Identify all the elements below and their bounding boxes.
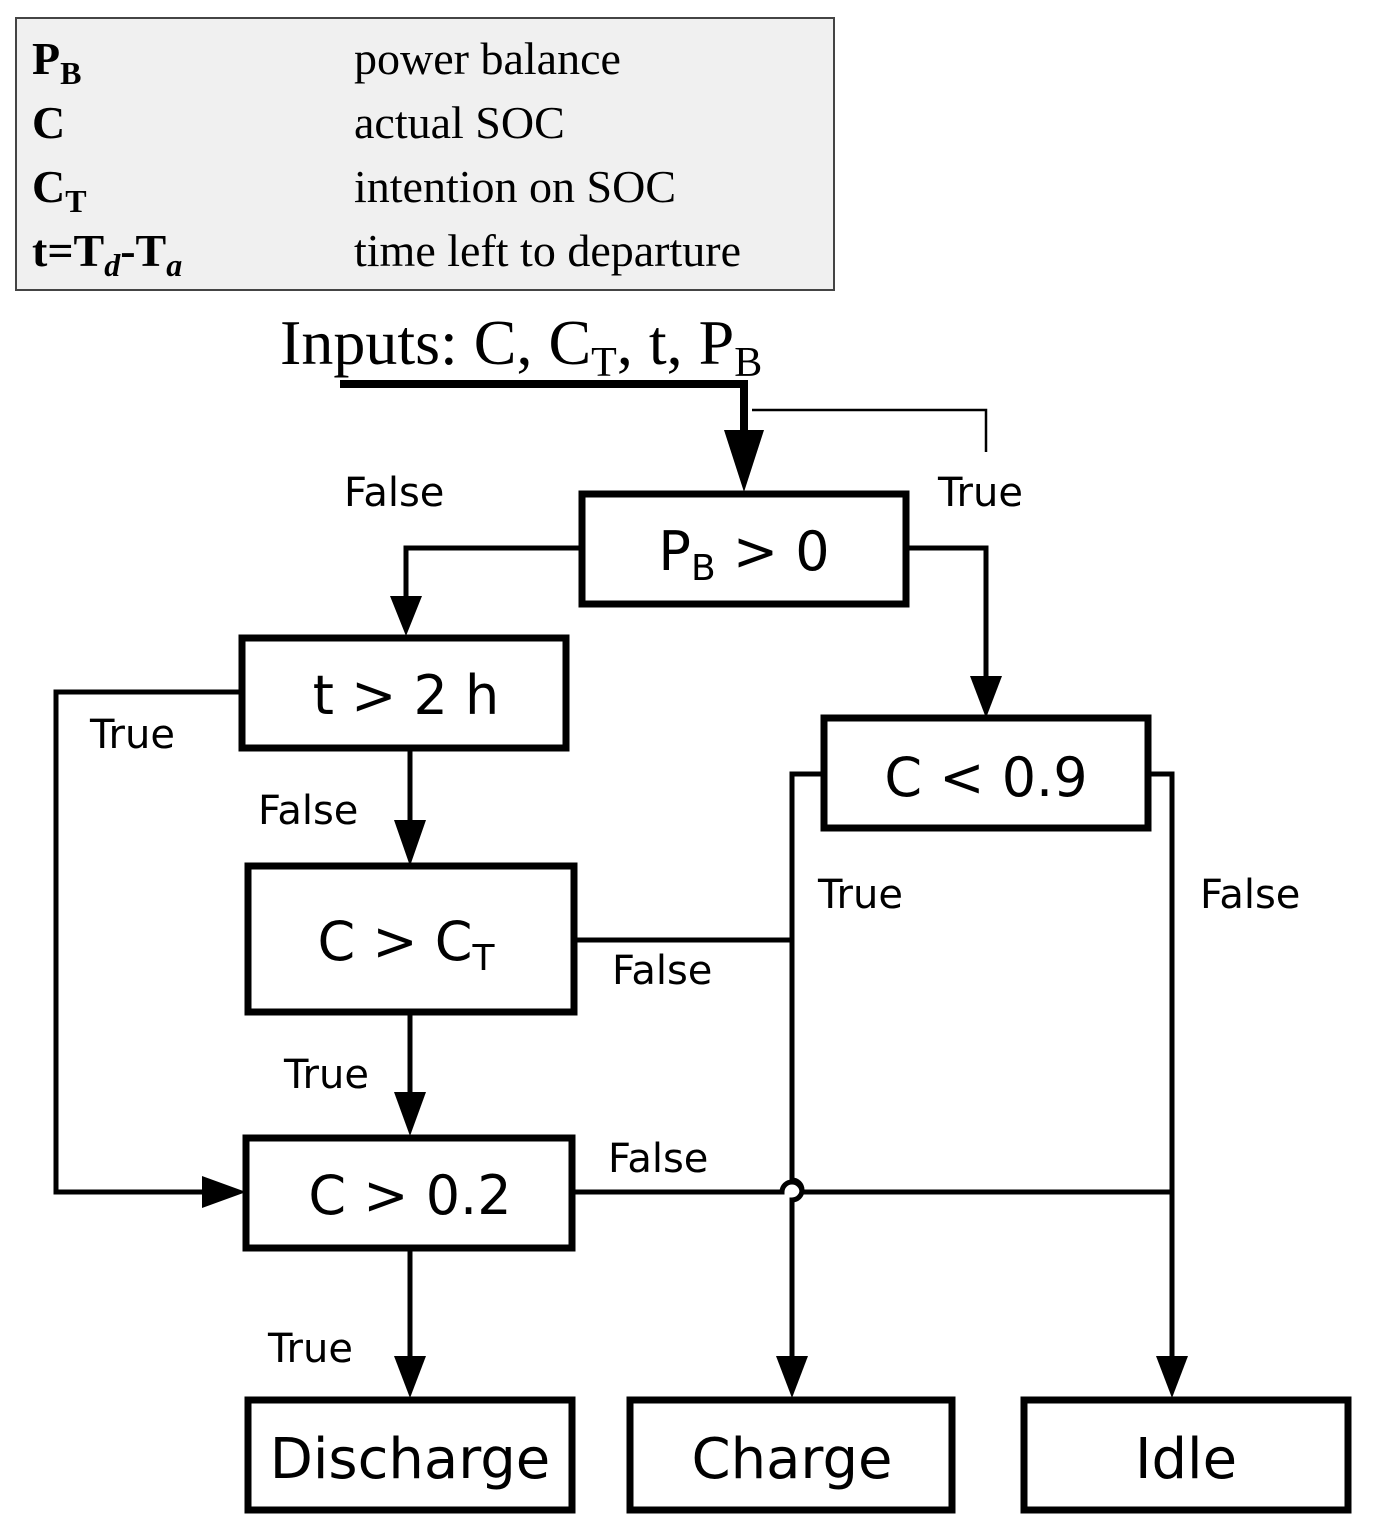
- inputs-label: Inputs: C, CT, t, PB: [280, 307, 762, 386]
- label-t2h-true: True: [89, 712, 175, 758]
- output-idle-box: [1020, 1396, 1352, 1514]
- legend: PB power balance C actual SOC CT intenti…: [15, 17, 835, 291]
- connector-c02-false-hop: [779, 1179, 805, 1195]
- label-t2h-false: False: [258, 788, 358, 834]
- label-c02-false: False: [608, 1136, 708, 1182]
- output-charge-label: Charge: [692, 1427, 893, 1492]
- legend-symbol-ct: CT: [32, 161, 87, 219]
- legend-symbol-t-sub-a: a: [166, 247, 182, 283]
- connectors: [53, 380, 1188, 1398]
- arrowhead-cct-true: [394, 1092, 426, 1136]
- label-cct-false: False: [612, 948, 712, 994]
- arrowhead-t2h-true: [202, 1176, 246, 1208]
- legend-desc-pb: power balance: [354, 33, 621, 84]
- node-c09-label: C < 0.9: [884, 746, 1087, 809]
- legend-symbol-c: C: [32, 97, 65, 148]
- legend-desc-ct: intention on SOC: [354, 161, 676, 212]
- connector-c09-true: [789, 771, 827, 1183]
- output-idle-label: Idle: [1135, 1427, 1237, 1492]
- node-c-ct-box: [244, 862, 578, 1016]
- legend-desc-t: time left to departure: [354, 225, 741, 276]
- inputs-sub-t: T: [591, 340, 617, 386]
- arrowhead-pb-false: [390, 596, 422, 636]
- inputs-sub-b: B: [734, 340, 762, 386]
- legend-symbol-t-mid: -T: [120, 225, 166, 276]
- connector-t2h-true: [53, 689, 245, 1195]
- label-c09-false: False: [1200, 872, 1300, 918]
- connector-pb-true: [903, 545, 989, 683]
- arrowhead-idle: [1156, 1356, 1188, 1398]
- edge-labels: False True True False True False False T…: [89, 470, 1300, 1372]
- legend-symbol-pb-sub: B: [60, 55, 81, 91]
- legend-symbol-t-main: t=T: [32, 225, 104, 276]
- legend-background: [15, 17, 835, 291]
- arrowhead-input: [724, 430, 764, 492]
- label-cct-true: True: [283, 1052, 369, 1098]
- legend-symbol-t-sub-d: d: [104, 247, 121, 283]
- legend-symbol-t: t=Td-Ta: [32, 225, 182, 283]
- node-pb-box: [578, 490, 910, 608]
- node-c09: C < 0.9: [820, 714, 1152, 832]
- connector-pb-false: [403, 545, 583, 603]
- node-pb-label: PB > 0: [658, 520, 829, 589]
- connector-feedback: [752, 408, 988, 452]
- node-t2h: t > 2 h: [238, 634, 570, 752]
- node-c-ct: C > CT: [244, 862, 578, 1016]
- output-charge: Charge: [626, 1396, 956, 1514]
- output-discharge-label: Discharge: [270, 1427, 551, 1492]
- node-t2h-label: t > 2 h: [313, 664, 500, 727]
- node-t2h-box: [238, 634, 570, 752]
- node-pb-main: P: [658, 520, 691, 583]
- output-discharge-box: [244, 1396, 576, 1514]
- label-pb-true: True: [937, 470, 1023, 516]
- arrowhead-pb-true: [970, 676, 1002, 718]
- node-c-ct-label: C > CT: [318, 910, 496, 979]
- node-c02-box: [242, 1134, 576, 1252]
- label-c02-true: True: [267, 1326, 353, 1372]
- arrowhead-charge: [776, 1356, 808, 1398]
- arrowhead-t2h-false: [394, 820, 426, 866]
- arrowhead-discharge: [394, 1356, 426, 1398]
- inputs-middle: , t, P: [617, 307, 734, 378]
- output-charge-box: [626, 1396, 956, 1514]
- node-pb-sub: B: [691, 548, 716, 589]
- connector-c09-false: [1145, 771, 1175, 1361]
- node-c09-box: [820, 714, 1152, 832]
- legend-symbol-pb: PB: [32, 33, 81, 91]
- node-c-ct-sub: T: [472, 938, 496, 979]
- node-c-ct-main: C > C: [318, 910, 473, 973]
- inputs-prefix: Inputs: C, C: [280, 307, 591, 378]
- legend-symbol-ct-sub: T: [65, 183, 86, 219]
- output-discharge: Discharge: [244, 1396, 576, 1514]
- legend-desc-c: actual SOC: [354, 97, 565, 148]
- output-idle: Idle: [1020, 1396, 1352, 1514]
- legend-symbol-pb-main: P: [32, 33, 60, 84]
- label-c09-true: True: [817, 872, 903, 918]
- legend-symbol-ct-main: C: [32, 161, 65, 212]
- connector-input: [340, 380, 748, 440]
- label-pb-false: False: [344, 470, 444, 516]
- node-pb: PB > 0: [578, 490, 910, 608]
- node-pb-rest: > 0: [716, 520, 830, 583]
- node-c02: C > 0.2: [242, 1134, 576, 1252]
- node-c02-label: C > 0.2: [308, 1164, 511, 1227]
